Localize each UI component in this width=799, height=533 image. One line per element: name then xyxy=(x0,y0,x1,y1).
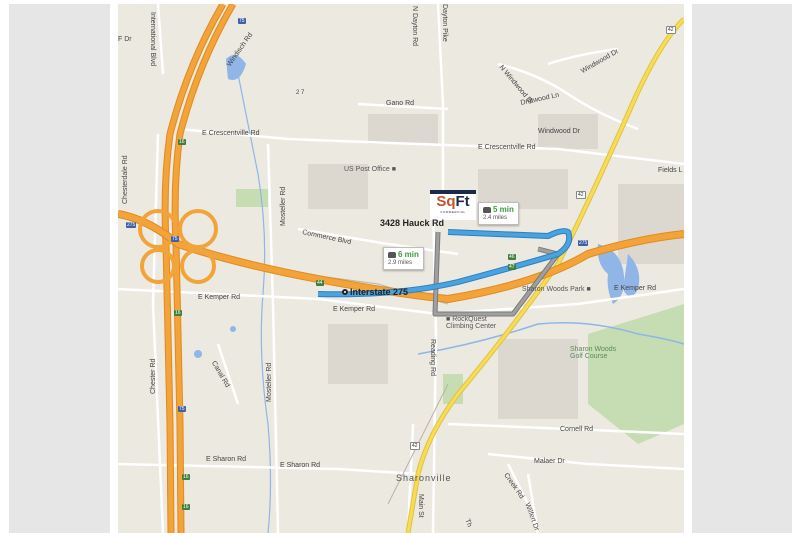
us-route-shield: 42 xyxy=(666,26,676,34)
road-label: E Sharon Rd xyxy=(280,462,321,469)
road-label: Windwood Dr xyxy=(538,128,581,135)
origin-label: 3428 Hauck Rd xyxy=(380,218,445,228)
road-creek xyxy=(506,463,540,533)
road-malaer xyxy=(487,452,684,471)
road-international xyxy=(156,4,165,75)
road-mosteller xyxy=(266,143,280,533)
road-chester xyxy=(151,133,165,533)
poi-post-office[interactable]: US Post Office ■ xyxy=(344,166,396,173)
road-label: F Dr xyxy=(118,36,132,43)
stream xyxy=(237,73,272,533)
exit-shield: 46 xyxy=(508,254,516,260)
sqft-logo: SqFt COMMERCIAL xyxy=(430,190,476,220)
route-callout-alternate[interactable]: 6 min 2.9 miles xyxy=(383,247,424,271)
road-label: E Kemper Rd xyxy=(614,285,657,292)
road-label: Fields L xyxy=(658,167,683,174)
interchange-loop xyxy=(180,248,216,284)
car-icon xyxy=(483,207,491,214)
road-label: Chester Rd xyxy=(150,358,157,394)
road-label: Mosteller Rd xyxy=(266,362,273,402)
destination-label: Interstate 275 xyxy=(350,287,409,297)
road-label: N Dayton Rd xyxy=(411,6,418,47)
exit-shield: 44 xyxy=(316,280,324,286)
industrial-block xyxy=(308,164,368,209)
map-number-label: 2 7 xyxy=(296,90,305,96)
poi-sharon-woods-park[interactable]: Sharon Woods Park ■ xyxy=(522,286,591,293)
us-route-shield: 42 xyxy=(410,442,420,450)
state-route-shield: 16 xyxy=(182,504,190,510)
road-gano xyxy=(357,102,449,111)
water-body xyxy=(623,254,640,297)
left-margin-panel xyxy=(9,4,110,533)
poi-icon: ■ xyxy=(446,316,451,323)
interstate-shield: 75 xyxy=(238,18,246,24)
road-sharon xyxy=(118,462,419,476)
car-icon xyxy=(388,252,396,259)
highway-i75 xyxy=(162,4,226,533)
industrial-block xyxy=(368,114,438,144)
state-route-shield: 16 xyxy=(178,139,186,145)
road-wilfert xyxy=(526,473,540,533)
road-reading xyxy=(431,203,438,533)
road-cornell xyxy=(447,422,684,436)
interchange-loop xyxy=(178,209,218,249)
water-body xyxy=(226,55,246,80)
road-label: Dayton Pike xyxy=(441,4,448,42)
road-label: Gano Rd xyxy=(386,100,415,107)
interstate-shield: 275 xyxy=(126,222,137,228)
road-dayton xyxy=(436,4,445,204)
route-selected xyxy=(317,229,572,297)
highway-us42 xyxy=(406,17,684,533)
map-layer xyxy=(118,4,684,533)
destination-marker[interactable] xyxy=(342,289,348,295)
road-label: Main St xyxy=(417,494,424,518)
water-body xyxy=(597,244,625,304)
town-label: Sharonville xyxy=(396,473,452,483)
road-label: Reading Rd xyxy=(429,339,436,376)
road-label: E Kemper Rd xyxy=(333,306,376,313)
post-office-icon: ■ xyxy=(391,166,396,173)
industrial-block xyxy=(618,184,684,264)
park-icon: ■ xyxy=(586,286,591,293)
interstate-shield: 75 xyxy=(171,236,179,242)
route-callout-selected[interactable]: 5 min 2.4 miles xyxy=(478,202,519,226)
water-body xyxy=(230,326,236,332)
right-margin-panel xyxy=(692,4,792,533)
road-label: Chesterdale Rd xyxy=(122,155,129,204)
road-label: Malaer Dr xyxy=(534,458,565,465)
interchange-loop xyxy=(138,209,178,249)
interchange-loop xyxy=(140,248,176,284)
state-route-shield: 16 xyxy=(174,310,182,316)
road-windwood-2 xyxy=(547,47,619,66)
industrial-block xyxy=(498,339,578,419)
road-crescentville xyxy=(177,127,684,166)
state-route-shield: 16 xyxy=(182,474,190,480)
road-label: Mosteller Rd xyxy=(280,186,287,226)
industrial-block xyxy=(328,324,388,384)
industrial-block xyxy=(538,114,598,149)
highway-i75 xyxy=(172,4,236,533)
stream xyxy=(417,322,684,355)
road-label: E Sharon Rd xyxy=(206,456,247,463)
us-route-shield: 42 xyxy=(576,191,586,199)
interstate-shield: 275 xyxy=(578,240,589,246)
map-canvas[interactable]: SqFt COMMERCIAL 3428 Hauck Rd Interstate… xyxy=(118,4,684,533)
road-label: Cornell Rd xyxy=(560,426,594,433)
road-label: E Kemper Rd xyxy=(198,294,241,301)
interstate-shield: 75 xyxy=(178,406,186,412)
water-body xyxy=(194,350,202,358)
golf-course-area xyxy=(588,304,684,444)
road-label: E Crescentville Rd xyxy=(202,130,260,137)
road-canal xyxy=(216,343,240,405)
road-windwood xyxy=(497,62,639,131)
road-label: E Crescentville Rd xyxy=(478,144,536,151)
road-label: International Blvd xyxy=(149,12,156,67)
park-area xyxy=(236,189,268,207)
exit-shield: 47 xyxy=(508,264,516,270)
